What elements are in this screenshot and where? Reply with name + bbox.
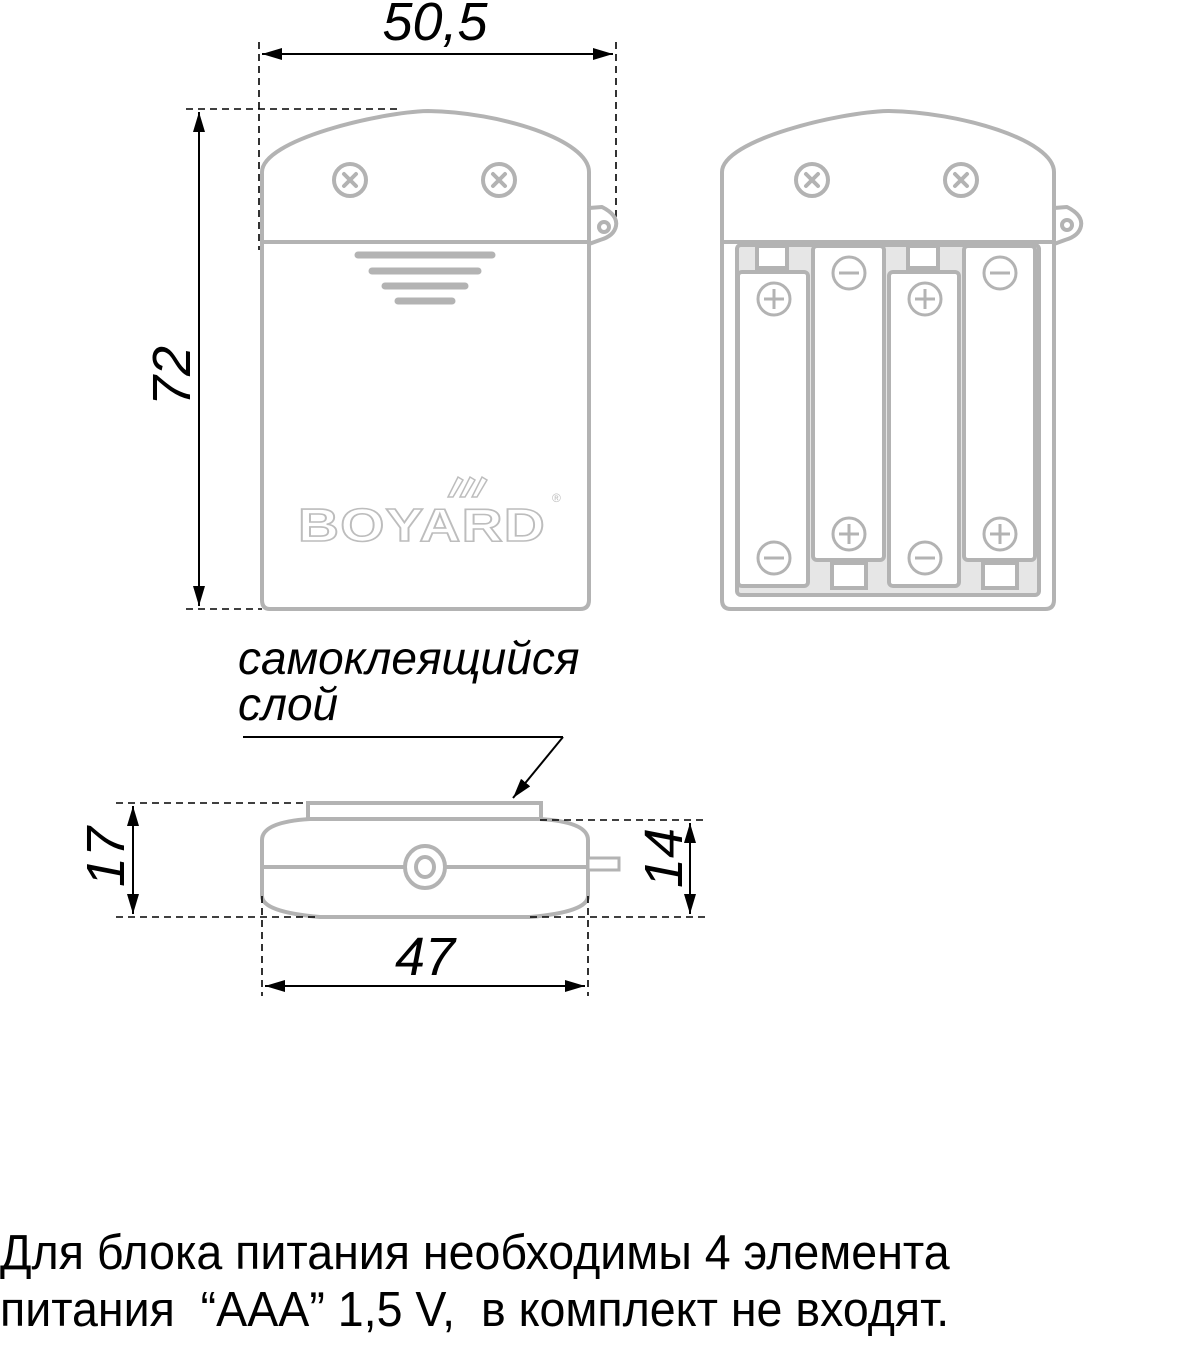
body-height-dimension-label: 14 [634,828,694,888]
screw-icon [332,162,368,198]
plus-icon [915,289,935,309]
plus-terminal-icon [982,516,1018,552]
registered-mark: ® [552,491,561,505]
aaa-battery [736,270,810,588]
switch-center [414,855,436,879]
aaa-battery [811,244,886,562]
side-view: самоклеящийся слой 17 14 47 [76,632,706,996]
screw-icon [943,162,979,198]
battery-contact [981,561,1019,590]
adhesive-layer-label-line1: самоклеящийся [238,632,579,684]
minus-terminal-icon [756,540,792,576]
plus-terminal-icon [907,281,943,317]
battery-contact [755,244,789,270]
battery-box-open [720,109,1056,611]
battery-box-body [260,109,591,611]
minus-terminal-icon [831,255,867,291]
switch-ring [403,844,447,890]
height-dimension-label: 72 [142,346,202,406]
screw-icon [481,162,517,198]
screw-icon [794,162,830,198]
mounting-ear [587,205,619,246]
vent-slots [354,251,496,305]
front-view: 50,5 72 BOYARD ® [142,0,619,611]
minus-terminal-icon [907,540,943,576]
total-height-dimension-label: 17 [76,825,136,887]
plus-icon [839,524,859,544]
plus-terminal-icon [831,516,867,552]
plus-icon [990,524,1010,544]
mounting-hole [1060,218,1074,232]
adhesive-layer [306,801,543,821]
battery-contact [906,244,940,270]
side-ear [586,856,621,872]
aaa-battery [962,244,1037,562]
side-width-dimension-label: 47 [395,927,457,987]
plus-terminal-icon [756,281,792,317]
battery-contact [830,561,868,590]
note-line-2: питания “AAA” 1,5 V, в комплект не входя… [0,1283,950,1337]
width-dimension-label: 50,5 [382,0,488,52]
adhesive-layer-label-line2: слой [238,678,338,730]
open-view [720,109,1084,611]
plus-icon [764,289,784,309]
note-line-1: Для блока питания необходимы 4 элемента [0,1226,950,1280]
mounting-hole [597,220,611,234]
aaa-battery [887,270,961,588]
leader-arrow [512,736,564,799]
mounting-ear [1052,205,1084,246]
battery-note: Для блока питания необходимы 4 элемента … [0,1225,1130,1339]
boyard-logo: BOYARD ® [297,475,561,552]
logo-text: BOYARD [298,499,546,551]
minus-terminal-icon [982,255,1018,291]
